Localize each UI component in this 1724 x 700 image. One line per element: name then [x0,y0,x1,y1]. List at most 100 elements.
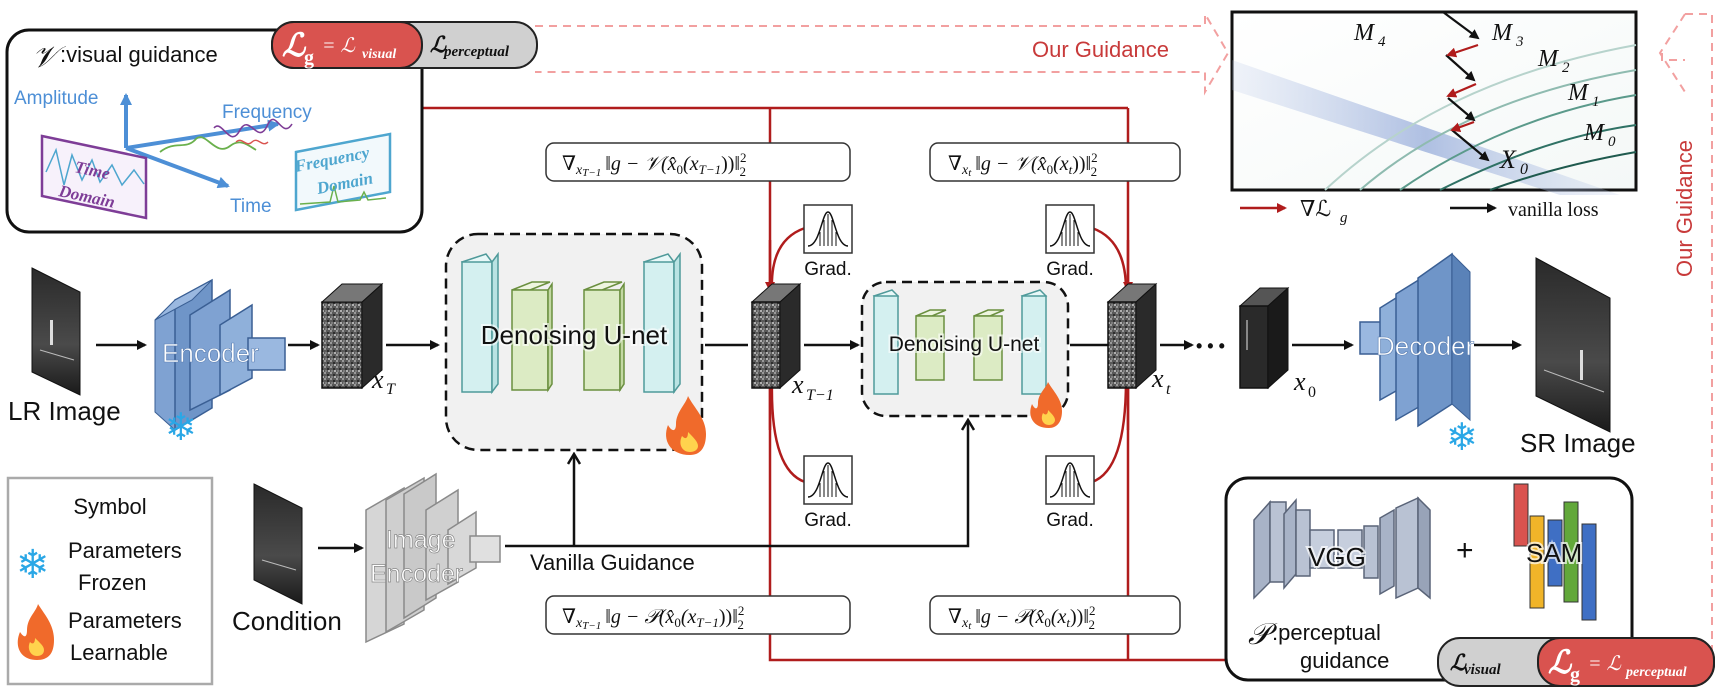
m0-sub: 0 [1608,134,1616,150]
encoder-block [154,278,286,432]
grad-box-bottom-right [1045,455,1095,505]
visual-pill-left-rest: = ℒ [322,35,355,57]
xT1-sub: T−1 [806,387,834,404]
frequency-domain-plane: Frequency Domain [292,132,392,212]
loss-landscape-panel: M 4 M 3 M 2 M 1 M 0 X 0 ∇ℒ g vanilla los… [1230,10,1638,226]
m2-label: M [1537,46,1560,72]
vanilla-guidance-lines [505,420,968,548]
m3-label: M [1491,20,1514,46]
svg-text:∇xT−1‖g − 𝒱(x̂0(xT−1))‖22: ∇xT−1‖g − 𝒱(x̂0(xT−1))‖22 [562,150,747,179]
decoder-frozen-icon: ❄ [1446,417,1478,459]
image-encoder-block [365,472,501,644]
frozen-label-1: Parameters [68,538,182,563]
xt-sub: t [1166,381,1171,398]
sam-bars [1513,483,1597,621]
x0-star-label: X [1499,145,1517,174]
grad-label-top-right: Grad. [1046,259,1094,280]
amplitude-label: Amplitude [14,88,99,109]
visual-title: :visual guidance [60,42,218,67]
wave-red [235,139,269,145]
m4-label: M [1353,20,1376,46]
grad-box-bottom-left [803,455,853,505]
perceptual-title-2: guidance [1300,648,1389,673]
encoder-label: Encoder [162,338,259,368]
unet-big [444,232,704,452]
our-guidance-right-label: Our Guidance [1672,140,1697,277]
frozen-label-2: Frozen [78,570,146,595]
grad-label-bottom-left: Grad. [804,510,852,531]
perceptual-pill-right-main: ℒ [1548,644,1573,680]
legend-vanilla-label: vanilla loss [1508,199,1599,221]
m3-sub: 3 [1515,34,1524,50]
encoder-frozen-icon: ❄ [165,407,197,449]
latent-x0 [1238,286,1290,390]
m0-label: M [1583,120,1606,146]
vgg-label: VGG [1308,542,1366,572]
image-encoder-label-2: Encoder [370,560,463,588]
x0-star-sub: 0 [1520,161,1528,178]
wave-green [159,136,257,153]
ellipsis: • • • [1196,336,1225,356]
legend-grad-label: ∇ℒ [1300,196,1331,221]
perceptual-title-1: :perceptual [1272,620,1381,645]
latent-xt [1106,282,1158,390]
sr-image [1535,257,1611,433]
m2-sub: 2 [1562,60,1570,76]
unet-big-learnable-icon [666,396,706,455]
sam-label: SAM [1526,538,1582,568]
grad-label-top-left: Grad. [804,259,852,280]
decoder-block [1359,252,1471,428]
m1-label: M [1567,80,1590,106]
sr-image-label: SR Image [1520,428,1636,458]
m4-sub: 4 [1378,34,1386,50]
x0-label: x [1293,367,1306,396]
symbol-title: Symbol [73,494,146,519]
wave-purple [213,118,293,138]
unet-small-learnable-icon [1030,382,1062,428]
our-guidance-top-label: Our Guidance [1032,37,1169,62]
time-label: Time [230,196,272,217]
unet-big-label: Denoising U-net [481,320,668,350]
lr-image [31,267,81,396]
x0-sub: 0 [1308,384,1316,401]
plus-sign: + [1456,534,1474,567]
latent-xT [320,282,384,390]
unet-small-label: Denoising U-net [889,333,1040,356]
svg-text:∇xT−1‖g − 𝒫(x̂0(xT−1))‖22: ∇xT−1‖g − 𝒫(x̂0(xT−1))‖22 [562,603,744,632]
visual-pill-left-main: ℒ [282,27,307,63]
vanilla-guidance-label: Vanilla Guidance [530,550,695,575]
decoder-label: Decoder [1376,331,1475,361]
grad-box-top-right [1045,204,1095,254]
lr-image-label: LR Image [8,396,121,426]
condition-image [253,483,303,605]
xt-label: x [1151,364,1164,393]
perceptual-pill-right-sub: g [1570,664,1580,686]
perceptual-guidance-panel: VGG + SAM 𝒫 :perceptual guidance ℒ visua… [1224,476,1715,687]
visual-loss-pill: ℒ g = ℒ visual ℒ perceptual [271,21,538,69]
visual-pill-left-rest-sub: visual [362,47,396,62]
grad-label-bottom-right: Grad. [1046,510,1094,531]
symbol-legend: Symbol ❄ Parameters Frozen Parameters Le… [6,476,214,686]
visual-pill-right: ℒ [430,32,447,57]
xT-sub: T [386,381,396,398]
snowflake-icon: ❄ [16,543,50,587]
visual-guidance-panel: 𝒱 :visual guidance ℒ g = ℒ visual ℒ perc… [5,21,538,234]
frequency-label: Frequency [222,102,312,123]
latent-xT1 [750,282,802,390]
fire-icon [17,604,54,660]
learnable-label-2: Learnable [70,640,168,665]
perceptual-pill-right-rest-sub: perceptual [1625,665,1687,680]
xT1-label: x [791,370,804,399]
image-encoder-label-1: Image [386,526,455,554]
perceptual-loss-pill: ℒ visual ℒ g = ℒ perceptual [1437,637,1715,687]
grad-box-top-left [803,204,853,254]
time-domain-plane: Time Domain [40,134,148,220]
visual-pill-left-sub: g [304,47,314,69]
perceptual-pill-left-sub: visual [1464,662,1502,678]
perceptual-pill-right-rest: = ℒ [1588,653,1621,675]
